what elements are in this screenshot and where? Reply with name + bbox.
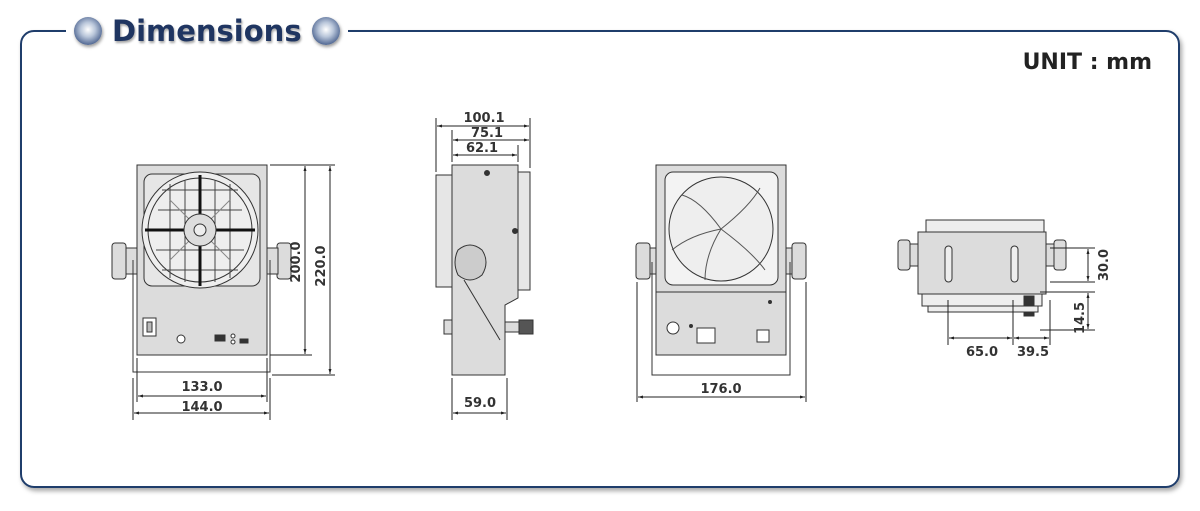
dim-rear-width-total: 176.0: [700, 382, 741, 397]
dimension-lines: [132, 118, 1095, 420]
dim-side-depth-mid: 75.1: [471, 126, 503, 141]
dimensions-panel-frame: [20, 30, 1180, 488]
orb-bullet-icon: [74, 17, 102, 45]
rear-view: [635, 164, 807, 376]
dim-side-depth-total: 100.1: [463, 111, 504, 126]
dim-top-mount-spacing: 65.0: [966, 345, 998, 360]
dim-front-width-outer: 144.0: [181, 400, 222, 415]
front-view: [111, 164, 292, 373]
side-view: [435, 164, 534, 376]
orb-bullet-icon: [311, 17, 340, 45]
unit-label: UNIT : mm: [1022, 50, 1152, 75]
dim-top-slot-length: 30.0: [1097, 249, 1112, 281]
panel-title: Dimensions: [112, 14, 302, 48]
dim-top-slot-offset: 14.5: [1073, 302, 1088, 334]
top-view: [897, 219, 1067, 317]
dim-top-mount-offset: 39.5: [1017, 345, 1049, 360]
panel-header: Dimensions: [66, 10, 348, 52]
dim-side-depth-body: 62.1: [466, 141, 498, 156]
dim-front-width-inner: 133.0: [181, 380, 222, 395]
dim-side-base-depth: 59.0: [464, 396, 496, 411]
dim-front-height-inner: 200.0: [289, 241, 304, 282]
dim-front-height-outer: 220.0: [314, 245, 329, 286]
